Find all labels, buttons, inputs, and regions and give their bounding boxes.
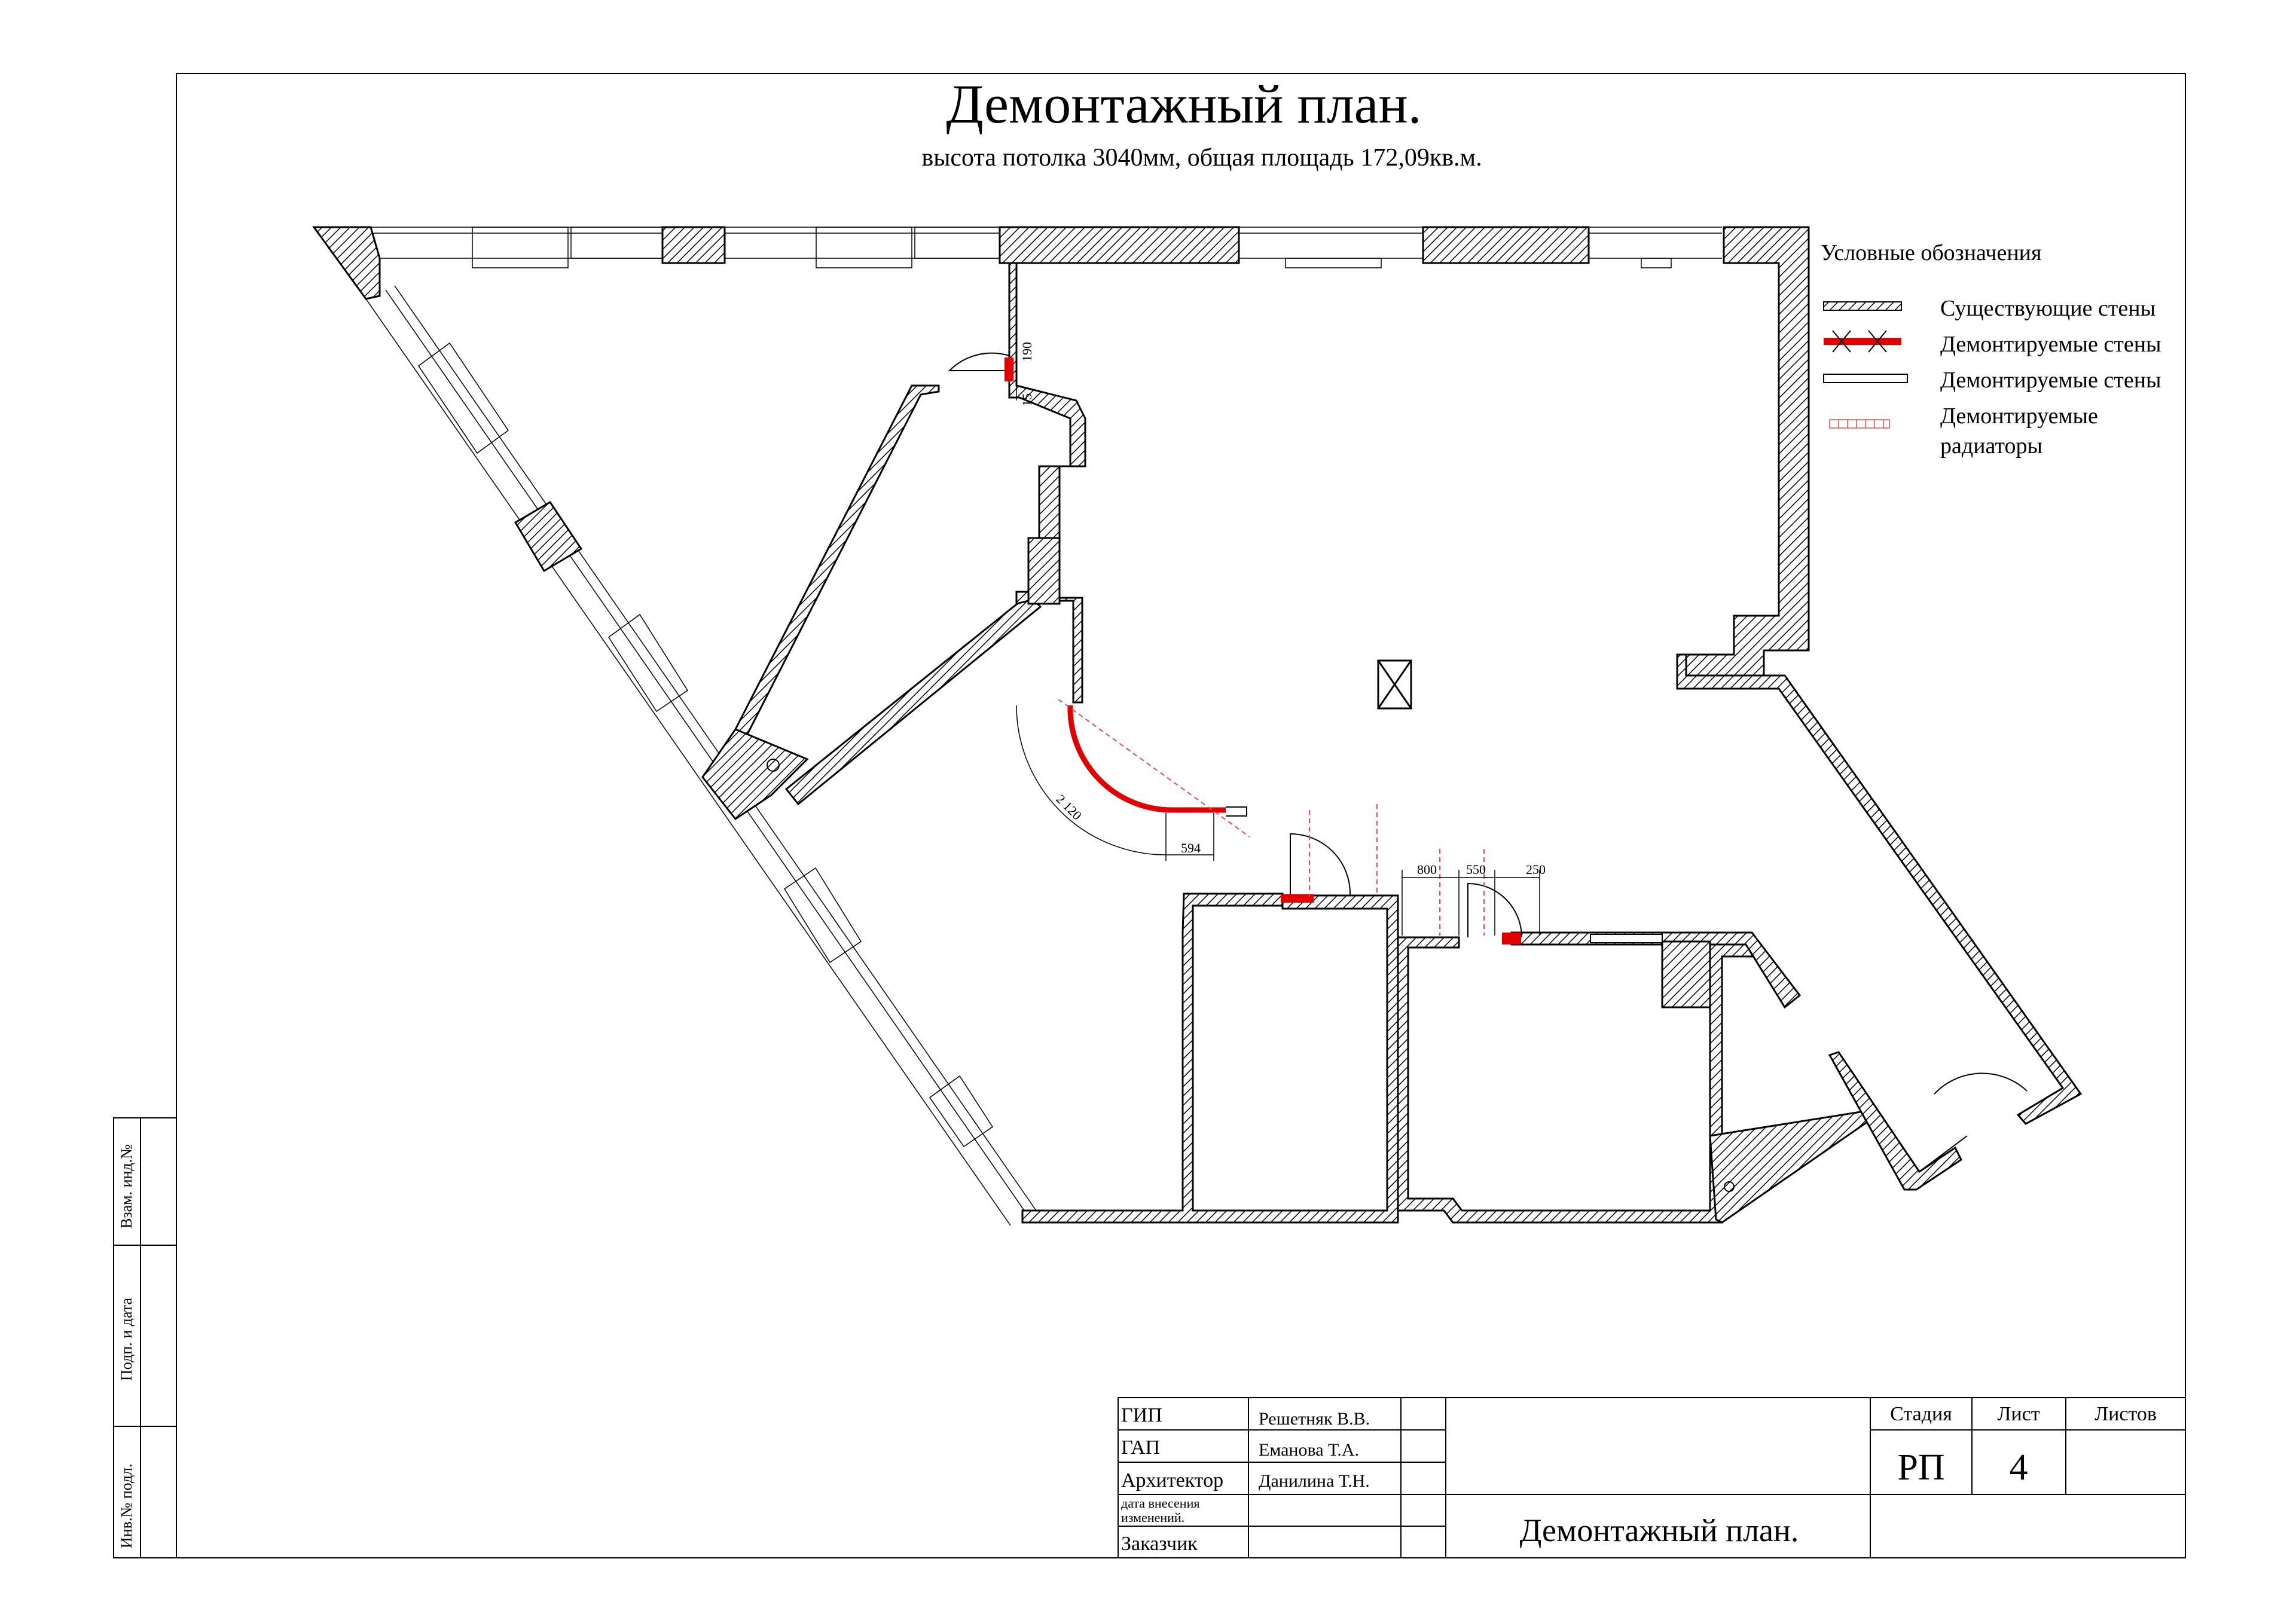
dim-250: 250 bbox=[1526, 862, 1546, 877]
dim-190: 190 bbox=[1019, 342, 1034, 362]
top-pier-3 bbox=[1422, 226, 1590, 264]
tb-sheet-value: 4 bbox=[2010, 1447, 2028, 1488]
riser-right bbox=[1724, 1181, 1735, 1192]
curved-demolish-wall bbox=[1067, 705, 1226, 813]
room-left-walls bbox=[1021, 893, 1399, 1224]
legend-demolish-white: Демонтируемые стены bbox=[1940, 368, 2161, 393]
right-diagonal bbox=[1709, 1111, 1873, 1224]
dim-15: 15 bbox=[1019, 393, 1034, 406]
legend-demolish-white-symbol bbox=[1823, 374, 1908, 383]
vent-box bbox=[1377, 659, 1412, 710]
stamp-vzam: Взам. инд.№ bbox=[118, 1144, 135, 1228]
stamp-inv: Инв.№ подл. bbox=[118, 1463, 135, 1548]
floor-plan bbox=[312, 226, 2083, 1226]
legend-heading: Условные обозначения bbox=[1821, 240, 2042, 265]
legend-radiators-2: радиаторы bbox=[1940, 433, 2042, 459]
dim-2120: 2 120 bbox=[1053, 791, 1085, 823]
tb-gip: ГИП bbox=[1121, 1404, 1162, 1426]
legend-radiator-symbol bbox=[1829, 419, 1890, 429]
tb-stage-header: Стадия bbox=[1890, 1403, 1952, 1425]
tb-arch: Архитектор bbox=[1121, 1469, 1223, 1491]
doors bbox=[948, 352, 2028, 1172]
dim-550: 550 bbox=[1466, 862, 1486, 877]
tb-changes-1: дата внесения bbox=[1121, 1496, 1199, 1511]
door-bottom-1 bbox=[1290, 833, 1351, 896]
demolish-white-seg bbox=[1590, 934, 1663, 943]
demolish-seg-2 bbox=[1281, 894, 1314, 903]
door-right-bay bbox=[1934, 1072, 2028, 1095]
door-corridor bbox=[1919, 1135, 1968, 1172]
door-top bbox=[948, 352, 1010, 371]
diagonal-partition-1 bbox=[734, 384, 940, 738]
legend-existing-symbol bbox=[1823, 301, 1902, 311]
top-pier-2 bbox=[999, 226, 1240, 264]
riser-left bbox=[767, 759, 780, 772]
tb-sheet-header: Лист bbox=[1997, 1403, 2039, 1425]
tb-stage-value: РП bbox=[1897, 1447, 1944, 1488]
tb-gap: ГАП bbox=[1121, 1436, 1160, 1459]
tb-sheets-header: Листов bbox=[2095, 1403, 2157, 1425]
column-left bbox=[701, 728, 809, 821]
diagonal-pier bbox=[514, 500, 583, 573]
legend-demolish-red: Демонтируемые стены bbox=[1940, 332, 2161, 357]
door-bottom-2 bbox=[1467, 882, 1522, 938]
diagonal-partition-2 bbox=[784, 593, 1042, 806]
column-right bbox=[1661, 940, 1711, 1008]
column-central bbox=[1027, 537, 1061, 605]
tb-gip-name: Решетняк В.В. bbox=[1259, 1409, 1370, 1429]
demolish-seg-1 bbox=[1004, 357, 1013, 381]
tb-client: Заказчик bbox=[1121, 1533, 1198, 1555]
dim-800: 800 bbox=[1417, 862, 1437, 877]
room-right-top bbox=[1510, 931, 1802, 1009]
tb-drawing-title: Демонтажный план. bbox=[1520, 1512, 1799, 1548]
page-subtitle: высота потолка 3040мм, общая площадь 172… bbox=[921, 144, 1482, 172]
tb-gap-name: Еманова Т.А. bbox=[1259, 1440, 1359, 1460]
corner-pier-nw bbox=[312, 226, 381, 300]
radiator-dashes bbox=[1058, 699, 1485, 936]
dimension-lines bbox=[1016, 335, 1540, 936]
legend-radiators-1: Демонтируемые bbox=[1940, 404, 2098, 429]
side-stamp: Взам. инд.№ Подп. и дата Инв.№ подл. bbox=[113, 1117, 177, 1558]
title-block bbox=[1118, 1397, 2186, 1558]
legend-existing: Существующие стены bbox=[1940, 296, 2155, 321]
top-pier-1 bbox=[661, 226, 726, 264]
right-wall bbox=[1685, 226, 1810, 677]
dim-594: 594 bbox=[1181, 840, 1201, 855]
stamp-podp: Подп. и дата bbox=[118, 1298, 135, 1381]
legend: Условные обозначения Существующие стены … bbox=[1821, 240, 2161, 459]
corridor-walls bbox=[1828, 1051, 1962, 1191]
diagonal-windows bbox=[365, 285, 1038, 1226]
tb-arch-name: Данилина Т.Н. bbox=[1259, 1471, 1370, 1491]
tb-changes-2: изменений. bbox=[1121, 1510, 1184, 1525]
right-bay bbox=[1676, 653, 2083, 1125]
legend-demolish-red-symbol bbox=[1824, 330, 1901, 353]
demolish-seg-3 bbox=[1502, 933, 1521, 945]
page-title: Демонтажный план. bbox=[946, 74, 1421, 135]
central-partition bbox=[1008, 262, 1086, 704]
